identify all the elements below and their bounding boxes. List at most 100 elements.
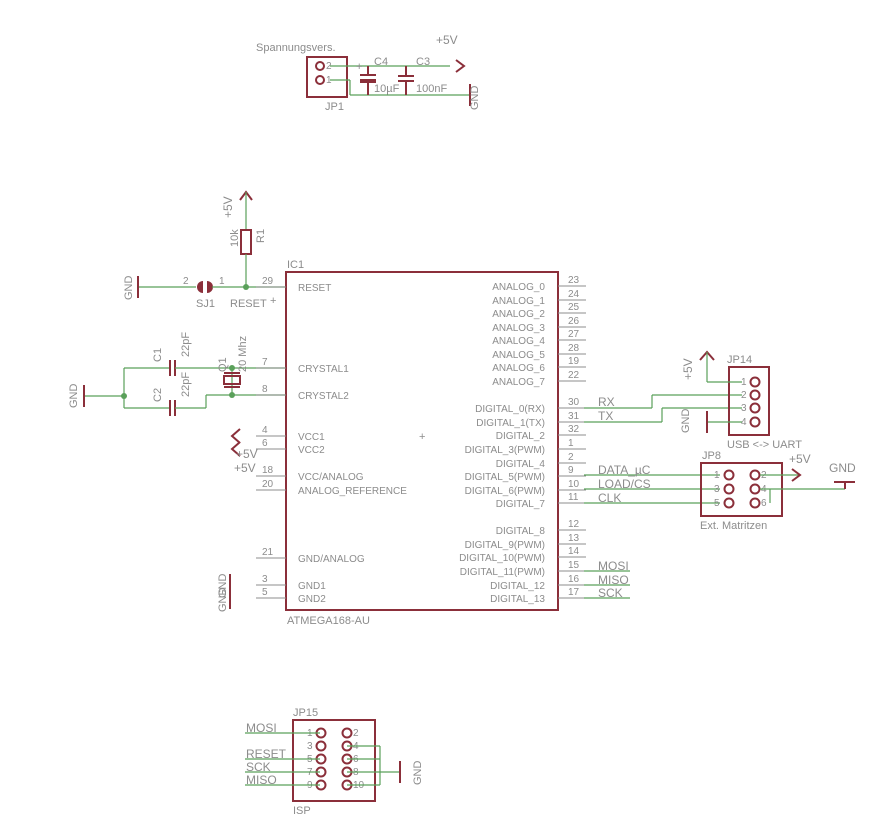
ic1-left-pin-number: 6 (262, 438, 268, 449)
jp8-pin-number-left: 3 (714, 484, 720, 495)
jp8-name: JP8 (702, 450, 721, 462)
jp8-pin-number-right: 6 (761, 498, 767, 509)
vcc2-label: +5V (234, 461, 256, 475)
jp1-pin-2: 2 (326, 61, 332, 72)
q1-value: 20 Mhz (237, 336, 249, 372)
ic1-right-pin-number: 11 (568, 492, 579, 503)
jp14-pad (749, 416, 761, 428)
miso-label: MISO (598, 573, 629, 587)
c1-name: C1 (152, 348, 164, 362)
reset-section: +5V R1 10k GND 2 1 SJ1 RESET + (123, 190, 286, 310)
jp1-pad-2 (315, 61, 325, 71)
ic1-right-pin-number: 23 (568, 275, 580, 286)
data-label: DATA_µC (598, 463, 651, 477)
gnd1-label: GND (217, 574, 229, 599)
ic1-left-pin-number: 29 (262, 276, 274, 287)
ic1-right-pin-name: DIGITAL_7 (496, 499, 546, 510)
c1-value: 22pF (180, 332, 192, 357)
ic1-right-pin-number: 24 (568, 289, 580, 300)
jp14-pin-number: 4 (741, 417, 747, 428)
power-supply-section: Spannungsvers. 2 1 JP1 + C4 10µF C3 100n… (256, 33, 481, 113)
isp-sck-label: SCK (246, 760, 271, 774)
c2-name: C2 (152, 388, 164, 402)
c4-name: C4 (374, 56, 388, 68)
ic1-right-pin-name: DIGITAL_11(PWM) (460, 567, 545, 578)
ic1-body[interactable] (285, 271, 559, 611)
ic1-right-pin-name: DIGITAL_6(PWM) (465, 486, 545, 497)
ic1-right-pin-number: 22 (568, 370, 580, 381)
ic1-left-pin-name: GND2 (298, 594, 326, 605)
jp14-pin-number: 3 (741, 403, 747, 414)
ic1-right-pin-number: 13 (568, 533, 580, 544)
ic1-right-pin-number: 30 (568, 397, 580, 408)
gnd-label: GND (469, 86, 481, 111)
c4-value: 10µF (374, 83, 400, 95)
signal-nets: RX TX DATA_µC LOAD/CS CLK MOSI MISO SCK (584, 394, 742, 600)
mosi-label: MOSI (598, 559, 629, 573)
jp8-vcc-label: +5V (789, 452, 811, 466)
ic1-right-pin-name: ANALOG_1 (492, 296, 545, 307)
ic1-right-pin-number: 31 (568, 411, 580, 422)
ic1-right-pin-name: DIGITAL_12 (490, 581, 545, 592)
jp15-body[interactable] (292, 719, 376, 802)
jp14-body[interactable] (728, 366, 770, 436)
jp1-pad-1 (315, 75, 325, 85)
reset-vcc-label: +5V (221, 196, 235, 218)
jp14-pin-number: 2 (741, 390, 747, 401)
jp1-connector[interactable] (306, 56, 348, 98)
r1-resistor[interactable] (240, 229, 252, 255)
ic1-part: ATMEGA168-AU (287, 615, 370, 627)
reset-cross: + (270, 295, 276, 307)
jp14-pin-number: 1 (741, 377, 747, 388)
ic1-right-pin-name: DIGITAL_10(PWM) (459, 553, 545, 564)
ic1-right-pin-name: ANALOG_4 (492, 336, 545, 347)
ic1-right-pin-number: 14 (568, 546, 580, 557)
sj1-name: SJ1 (196, 298, 215, 310)
ic1-left-pin-name: GND/ANALOG (298, 554, 365, 565)
sj1-pad-left (197, 281, 203, 293)
c4-plus: + (356, 61, 362, 73)
isp-miso-label: MISO (246, 773, 277, 787)
ic1-left-pin-number: 3 (262, 574, 268, 585)
ic1-right-pin-name: DIGITAL_5(PWM) (465, 472, 545, 483)
ic1-left-pin-number: 7 (262, 357, 268, 368)
ic1-right-pin-name: ANALOG_7 (492, 377, 545, 388)
c2-value: 22pF (180, 372, 192, 397)
q1-crystal[interactable] (223, 375, 241, 385)
ic1-right-pin-number: 17 (568, 587, 580, 598)
c3-name: C3 (416, 56, 430, 68)
ic1-right-pin-number: 10 (568, 479, 580, 490)
r1-name: R1 (255, 229, 267, 243)
ic1-right-pin-number: 9 (568, 465, 574, 476)
ic1-left-pins: 29RESET7CRYSTAL18CRYSTAL24VCC16VCC218VCC… (256, 276, 407, 605)
ic1-atmega168: IC1 ATMEGA168-AU + 29RESET7CRYSTAL18CRYS… (217, 259, 586, 627)
jp8-pad-left (723, 469, 735, 481)
ic1-right-pins: 23ANALOG_024ANALOG_125ANALOG_226ANALOG_3… (459, 275, 586, 605)
ic1-right-pin-number: 32 (568, 424, 580, 435)
ic1-right-pin-number: 25 (568, 302, 580, 313)
ic1-right-pin-name: DIGITAL_4 (496, 459, 546, 470)
jp8-vcc-arrow (791, 468, 802, 482)
ic1-right-pin-name: DIGITAL_13 (490, 594, 545, 605)
vcc1-arrow (230, 428, 241, 444)
ic1-left-pin-number: 21 (262, 547, 274, 558)
jp15-pad-right (341, 727, 353, 739)
crystal-section: GND C1 22pF C2 22pF Q1 20 Mhz (68, 332, 286, 416)
jp15-pad-left (315, 740, 327, 752)
sck-label: SCK (598, 586, 623, 600)
ic1-left-pin-number: 5 (262, 587, 268, 598)
isp-reset-label: RESET (246, 747, 287, 761)
ic1-left-pin-name: VCC/ANALOG (298, 472, 364, 483)
ic1-right-pin-number: 12 (568, 519, 580, 530)
ic1-right-pin-name: ANALOG_3 (492, 323, 545, 334)
clk-label: CLK (598, 491, 621, 505)
ic1-left-pin-number: 18 (262, 465, 274, 476)
q1-junction-bottom (229, 392, 235, 398)
ic1-left-pin-name: ANALOG_REFERENCE (298, 486, 407, 497)
jp14-pad (749, 402, 761, 414)
reset-junction (243, 284, 249, 290)
xtal-gnd-junction (121, 393, 127, 399)
sj1-pin-2: 2 (183, 276, 189, 287)
